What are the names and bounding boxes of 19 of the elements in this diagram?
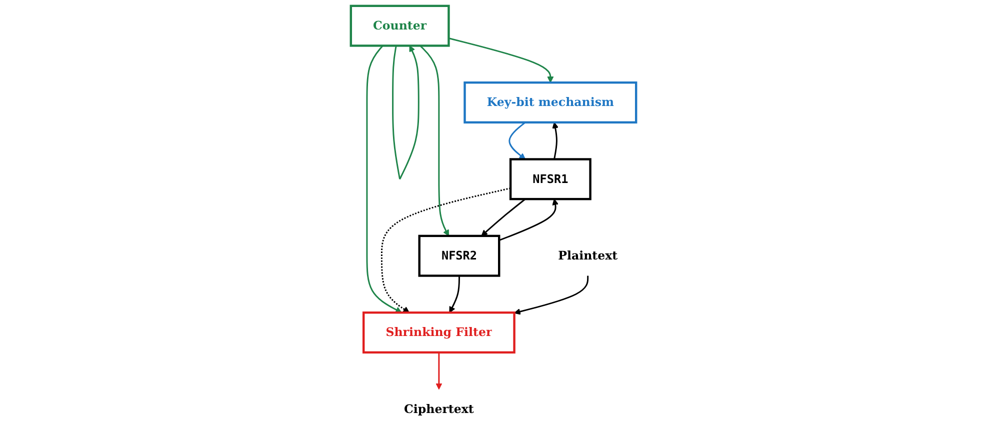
arrow (552, 122, 559, 160)
node-box: NFSR1 (510, 158, 592, 200)
node-text: Ciphertext (404, 402, 474, 416)
arrow (436, 352, 442, 390)
node-box: Key-bit mechanism (464, 81, 638, 124)
arrow (481, 198, 526, 236)
arrow (366, 45, 402, 313)
arrow (514, 276, 589, 315)
arrow (392, 45, 420, 180)
arrow (508, 122, 526, 160)
node-box: Counter (350, 4, 450, 47)
arrow (420, 45, 450, 236)
arrow (449, 276, 460, 313)
node-box: NFSR2 (418, 234, 500, 277)
node-text: Plaintext (558, 248, 618, 262)
node-box: Shrinking Filter (362, 312, 516, 354)
arrow (448, 38, 554, 83)
arrow (381, 188, 511, 313)
arrow (499, 198, 559, 241)
